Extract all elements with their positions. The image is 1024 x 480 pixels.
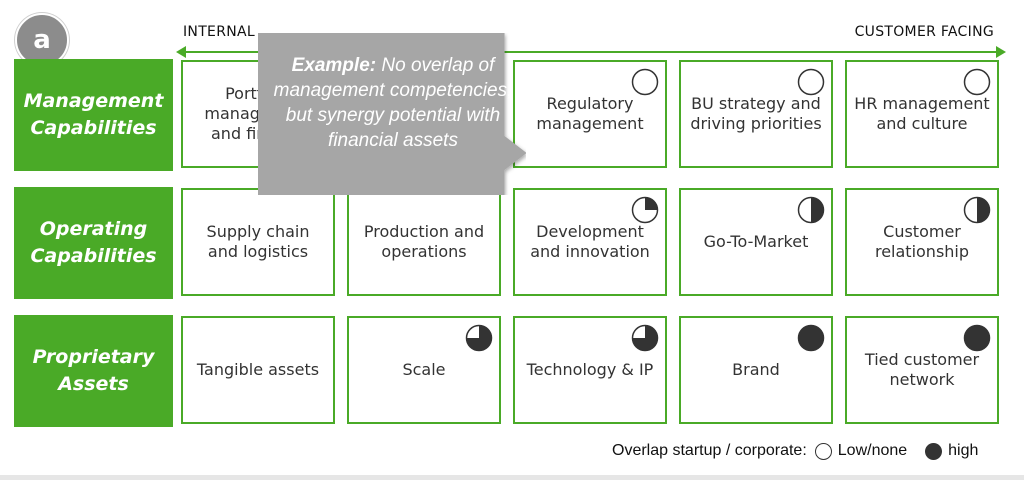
overlap-none-icon [631, 68, 659, 96]
callout-lead: Example: [291, 55, 377, 76]
harvey-fill [645, 197, 658, 210]
cell-supply-chain: Supply chain and logistics [181, 188, 335, 296]
row-label-management: Management Capabilities [14, 59, 173, 171]
cell-brand: Brand [679, 316, 833, 424]
cell-label: Brand [732, 360, 780, 379]
overlap-half-icon [797, 196, 825, 224]
row-label-text: Management Capabilities [23, 90, 164, 139]
cell-label: Technology & IP [526, 360, 654, 379]
empty-circle-icon [814, 442, 832, 460]
overlap-none-icon [963, 68, 991, 96]
cell-label: HR management and culture [854, 94, 990, 133]
overlap-full-icon [963, 324, 991, 352]
cell-bu-strategy: BU strategy and driving priorities [679, 60, 833, 168]
harvey-fill [632, 325, 658, 351]
overlap-three-quarter-icon [465, 324, 493, 352]
overlap-half-icon [963, 196, 991, 224]
axis-label-internal: INTERNAL [183, 24, 255, 40]
cell-development: Development and innovation [513, 188, 667, 296]
legend: Overlap startup / corporate: Low/none hi… [612, 440, 978, 462]
legend-title: Overlap startup / corporate: [612, 442, 807, 459]
cell-customer-relationship: Customer relationship [845, 188, 999, 296]
harvey-fill [977, 197, 990, 223]
cell-hr-management: HR management and culture [845, 60, 999, 168]
cell-label: Development and innovation [530, 222, 650, 261]
cell-label: Scale [402, 360, 446, 379]
harvey-fill [466, 325, 492, 351]
row-label-assets: Proprietary Assets [14, 315, 173, 427]
cell-label: Tangible assets [196, 360, 320, 379]
cell-technology-ip: Technology & IP [513, 316, 667, 424]
cell-production: Production and operations [347, 188, 501, 296]
cell-regulatory-management: Regulatory management [513, 60, 667, 168]
overlap-full-icon [797, 324, 825, 352]
callout-body: No overlap of management competencies, b… [273, 55, 513, 151]
row-label-text: Operating Capabilities [30, 218, 157, 267]
cell-scale: Scale [347, 316, 501, 424]
cell-tied-customer-network: Tied customer network [845, 316, 999, 424]
filled-circle-icon [925, 442, 943, 460]
harvey-fill [811, 197, 824, 223]
cell-tangible-assets: Tangible assets [181, 316, 335, 424]
cell-label: BU strategy and driving priorities [690, 94, 822, 133]
cell-go-to-market: Go-To-Market [679, 188, 833, 296]
cell-label: Supply chain and logistics [206, 222, 310, 261]
bottom-divider [0, 475, 1024, 480]
cell-label: Go-To-Market [703, 232, 809, 251]
row-label-text: Proprietary Assets [32, 346, 155, 395]
cell-label: Tied customer network [864, 350, 980, 389]
callout-text: Example: No overlap of management compet… [262, 53, 524, 153]
legend-low-label: Low/none [837, 442, 908, 459]
example-callout [258, 33, 526, 195]
section-badge: a [15, 13, 69, 67]
row-label-operating: Operating Capabilities [14, 187, 173, 299]
legend-high-label: high [948, 442, 979, 459]
overlap-none-icon [797, 68, 825, 96]
cell-label: Production and operations [363, 222, 485, 261]
overlap-quarter-icon [631, 196, 659, 224]
cell-label: Regulatory management [536, 94, 644, 133]
axis-label-customer-facing: CUSTOMER FACING [854, 24, 994, 40]
cell-label: Customer relationship [874, 222, 970, 261]
overlap-three-quarter-icon [631, 324, 659, 352]
